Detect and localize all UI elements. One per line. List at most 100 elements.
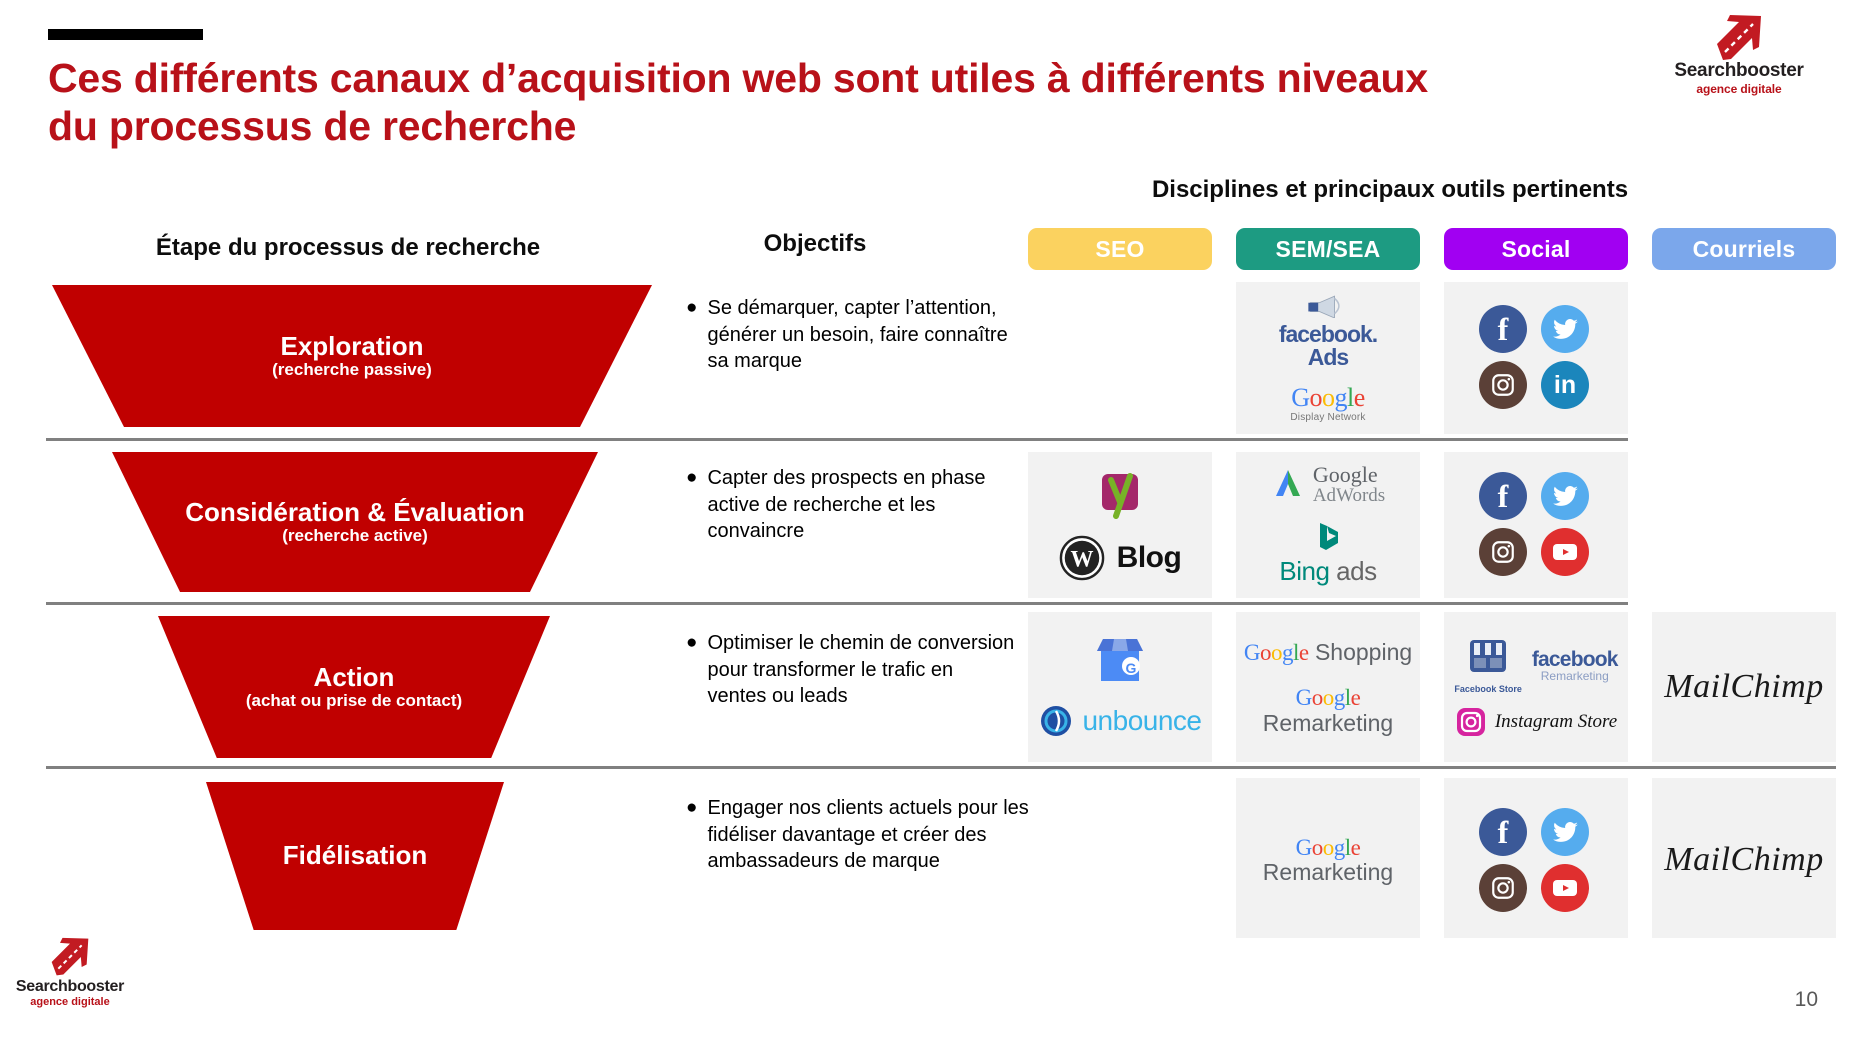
objective-line: et les convaincre (707, 493, 936, 543)
objective-line: transformer le trafic en (753, 658, 954, 681)
svg-text:G: G (1126, 660, 1137, 676)
facebook-remarketing-logo: facebook Remarketing (1531, 647, 1619, 683)
svg-text:W: W (1070, 546, 1093, 571)
courriels-column-bg-row3 (1652, 612, 1836, 762)
row-separator-3 (46, 766, 1836, 769)
discipline-pill-row: SEO SEM/SEA Social Courriels (1028, 228, 1836, 270)
instagram-icon[interactable] (1479, 528, 1527, 576)
funnel-stage-action: Action (achat ou prise de contact) (158, 616, 550, 758)
bullet-icon: ● (686, 467, 698, 488)
youtube-icon[interactable] (1541, 864, 1589, 912)
row-separator-1 (46, 438, 1628, 441)
facebook-store-icon (1470, 639, 1507, 672)
objectives-exploration: ● Se démarquer, capter l’attention, géné… (686, 295, 1016, 375)
objectives-consideration: ● Capter des prospects en phase active d… (686, 465, 1031, 545)
social-column-bg-row4 (1444, 778, 1628, 938)
pill-sem-sea[interactable]: SEM/SEA (1236, 228, 1420, 270)
cell-courriels-row3: MailChimp (1652, 618, 1836, 756)
cell-seo-row2: W Blog (1028, 460, 1212, 590)
funnel-stage-fidelisation: Fidélisation (206, 782, 504, 930)
adwords-icon (1275, 470, 1300, 496)
brand-logo-top-right: Searchbooster agence digitale (1644, 14, 1834, 96)
cell-sem-row4: Google Remarketing (1236, 790, 1420, 930)
instagram-icon[interactable] (1479, 361, 1527, 409)
social-column-bg-row1 (1444, 282, 1628, 434)
objective-line: ventes ou leads (707, 685, 848, 708)
brand-logo-bottom-left: Searchbooster agence digitale (5, 936, 135, 1008)
unbounce-icon (1041, 706, 1072, 736)
bing-icon (1319, 522, 1338, 550)
objective-line: phase active de recherche (707, 467, 986, 516)
objectives-column-header: Objectifs (763, 230, 867, 257)
bullet-icon: ● (686, 797, 698, 818)
objective-line: Capter des prospects en (707, 467, 926, 489)
brand-tagline: agence digitale (1696, 82, 1782, 96)
stage-title: Considération & Évaluation (185, 496, 525, 527)
objective-line: Optimiser le chemin de (707, 632, 913, 654)
cell-courriels-row4: MailChimp (1652, 790, 1836, 930)
row-separator-2 (46, 602, 1628, 605)
unbounce-logo: unbounce (1038, 703, 1202, 739)
title-rule (48, 29, 203, 40)
page-number: 10 (1794, 988, 1818, 1011)
stage-column-header: Étape du processus de recherche (155, 234, 541, 261)
google-my-business-icon: G (1097, 639, 1143, 681)
stage-subtitle: (achat ou prise de contact) (245, 690, 463, 710)
page-title: Ces différents canaux d’acquisition web … (48, 55, 1428, 150)
objective-line: Se démarquer, capter (707, 297, 900, 319)
youtube-icon[interactable] (1541, 528, 1589, 576)
stage-title: Action (313, 661, 395, 692)
facebook-store-logo: Facebook Store (1454, 637, 1522, 694)
cell-sem-row3: Google Shopping Google Remarketing (1236, 620, 1420, 754)
bing-ads-logo: Bing ads (1279, 521, 1377, 587)
cell-social-row2: f (1444, 458, 1628, 590)
cell-social-row3: Facebook Store facebook Remarketing Inst… (1444, 618, 1628, 756)
sem-column-bg-row2 (1236, 452, 1420, 598)
facebook-icon[interactable]: f (1479, 305, 1527, 353)
instagram-store-logo: Instagram Store (1455, 706, 1617, 738)
objective-line: de marque (844, 850, 940, 873)
objectives-fidelisation: ● Engager nos clients actuels pour les f… (686, 795, 1036, 875)
brand-name: Searchbooster (15, 978, 125, 995)
brand-name: Searchbooster (1674, 60, 1804, 81)
facebook-icon[interactable]: f (1479, 808, 1527, 856)
instagram-icon[interactable] (1479, 864, 1527, 912)
twitter-icon[interactable] (1541, 472, 1589, 520)
twitter-icon[interactable] (1541, 305, 1589, 353)
pill-courriels[interactable]: Courriels (1652, 228, 1836, 270)
google-display-network-logo: Google Display Network (1290, 382, 1366, 423)
brand-tagline: agence digitale (30, 996, 110, 1008)
arrow-up-right-icon (45, 936, 95, 978)
pill-social[interactable]: Social (1444, 228, 1628, 270)
bullet-icon: ● (686, 632, 698, 653)
sem-column-bg-row4 (1236, 778, 1420, 938)
cell-seo-row3: G unbounce (1028, 618, 1212, 756)
cell-sem-row1: facebook. Ads Google Display Network (1236, 290, 1420, 426)
stage-subtitle: (recherche passive) (272, 359, 432, 379)
twitter-icon[interactable] (1541, 808, 1589, 856)
linkedin-icon[interactable]: in (1541, 361, 1589, 409)
mailchimp-logo: MailChimp (1664, 668, 1824, 705)
objective-line: besoin, faire connaître sa (707, 323, 1008, 373)
stage-title: Fidélisation (282, 839, 428, 870)
courriels-column-bg-row4 (1652, 778, 1836, 938)
yoast-icon[interactable] (1094, 470, 1146, 525)
objectives-action: ● Optimiser le chemin de conversion pour… (686, 630, 1016, 710)
megaphone-icon (1308, 295, 1340, 319)
cell-social-row1: f in (1444, 292, 1628, 422)
pill-seo[interactable]: SEO (1028, 228, 1212, 270)
objective-line: marque (734, 350, 802, 373)
facebook-icon[interactable]: f (1479, 472, 1527, 520)
mailchimp-logo: MailChimp (1664, 841, 1824, 878)
disciplines-header: Disciplines et principaux outils pertine… (1151, 176, 1629, 203)
seo-column-bg-row3 (1028, 612, 1212, 762)
objective-line: Engager nos clients actuels (707, 797, 953, 819)
social-column-bg-row2 (1444, 452, 1628, 598)
funnel-stage-exploration: Exploration (recherche passive) (52, 285, 652, 427)
stage-title: Exploration (280, 330, 424, 361)
objective-line: et créer des ambassadeurs (707, 823, 987, 873)
google-remarketing-logo: Google Remarketing (1262, 834, 1394, 885)
